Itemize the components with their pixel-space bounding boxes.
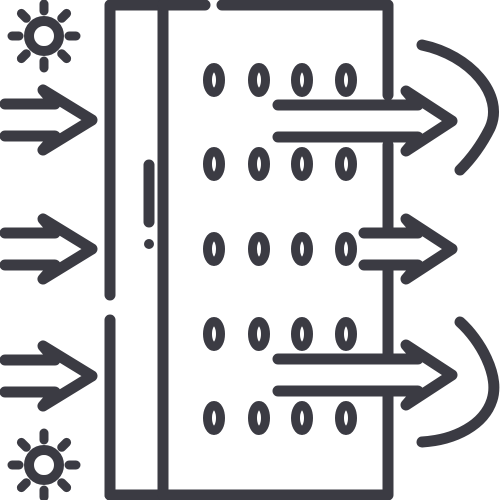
particle-dot [248,63,270,97]
heat-wave-top [416,39,499,176]
particle-dot [248,401,270,435]
sun-icon-top-ray [57,49,72,64]
particle-dot [335,63,357,97]
wall-left-strip [104,0,169,500]
particle-dot [291,63,313,97]
wall-panel [104,0,394,500]
particle-dot [335,147,357,181]
particle-dot [248,317,270,351]
outgoing-arrow-bottom [272,339,458,411]
particle-dot [203,401,225,435]
wall-main-top [157,0,394,101]
sun-icon-bottom-core [24,445,64,485]
sun-icon-bottom-ray [57,478,72,493]
incoming-arrow-bottom [0,340,98,412]
incoming-arrow-middle [0,213,98,285]
outgoing-arrows [272,85,458,411]
particle-dot [335,232,357,266]
particle-dot [248,232,270,266]
sun-icon-bottom-ray [16,437,31,452]
outgoing-arrow-top [272,85,458,157]
incoming-arrows [0,84,98,412]
particle-dot [291,317,313,351]
particle-grid [203,63,357,435]
sun-icon-top-ray [16,49,31,64]
heat-waves [416,39,500,448]
particle-dot [203,147,225,181]
particle-dot [203,63,225,97]
incoming-arrow-top [0,84,98,156]
outgoing-arrow-middle [358,213,458,285]
particle-dot [335,317,357,351]
heat-wave-bottom [416,316,500,448]
sun-icon-top-ray [57,8,72,23]
particle-dot [291,401,313,435]
particle-dot [291,232,313,266]
sun-icon-bottom-ray [16,478,31,493]
particle-dot [335,401,357,435]
wall-indicator-dot [144,239,154,249]
sun-icon-top-ray [16,8,31,23]
sun-icon-bottom [7,428,81,500]
sun-icon-bottom-ray [57,437,72,452]
particle-dot [291,147,313,181]
wall-main-right-bottom [157,389,394,500]
sun-icon-top [7,0,81,73]
particle-dot [203,317,225,351]
sun-icon-top-core [24,16,64,56]
particle-dot [203,232,225,266]
particle-dot [248,147,270,181]
